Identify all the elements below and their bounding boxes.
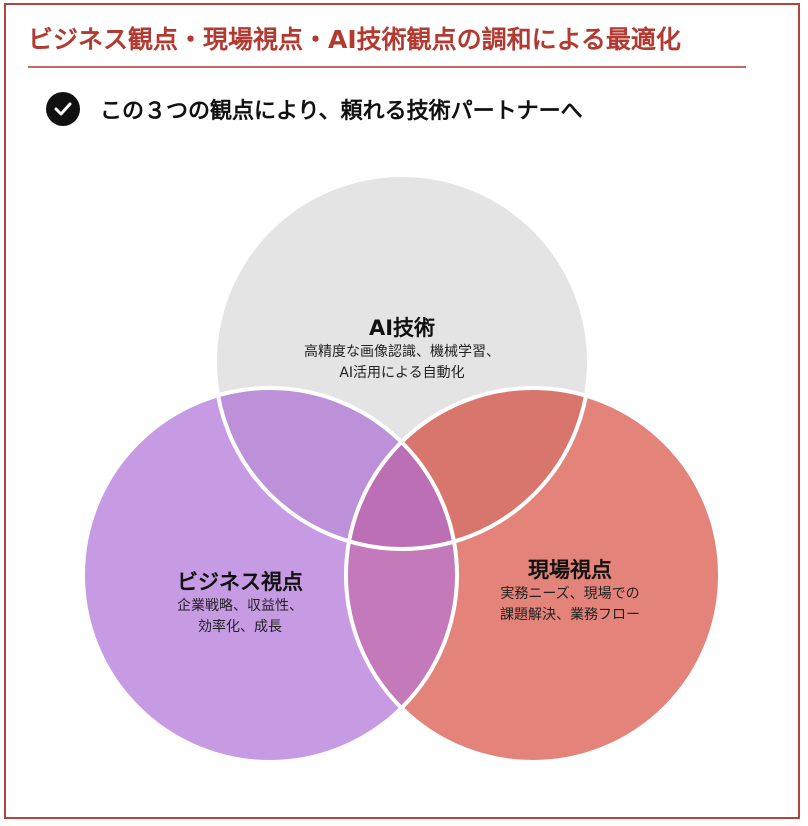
field-heading: 現場視点 <box>528 558 612 582</box>
field-desc-2: 課題解決、業務フロー <box>500 607 640 623</box>
business-desc-1: 企業戦略、収益性、 <box>177 598 303 614</box>
subtitle: この３つの観点により、頼れる技術パートナーへ <box>100 99 583 124</box>
venn-overlap-ai-business <box>215 388 457 549</box>
venn-overlap-ai-field <box>346 388 589 549</box>
page-title: ビジネス観点・現場視点・AI技術観点の調和による最適化 <box>28 25 681 54</box>
label-ai: AI技術 高精度な画像認識、機械学習、 AI活用による自動化 <box>304 312 500 384</box>
field-desc-1: 実務ニーズ、現場での <box>500 586 640 602</box>
label-business: ビジネス視点 企業戦略、収益性、 効率化、成長 <box>177 566 303 638</box>
check-circle-icon <box>46 92 80 126</box>
title-divider <box>28 66 746 68</box>
label-field: 現場視点 実務ニーズ、現場での 課題解決、業務フロー <box>500 554 640 626</box>
business-desc-2: 効率化、成長 <box>198 619 282 635</box>
ai-heading: AI技術 <box>368 316 436 340</box>
card-frame <box>4 3 800 819</box>
ai-desc-1: 高精度な画像認識、機械学習、 <box>304 344 500 360</box>
business-heading: ビジネス視点 <box>177 570 303 594</box>
ai-desc-2: AI活用による自動化 <box>339 365 465 381</box>
subtitle-row: この３つの観点により、頼れる技術パートナーへ <box>46 92 583 126</box>
